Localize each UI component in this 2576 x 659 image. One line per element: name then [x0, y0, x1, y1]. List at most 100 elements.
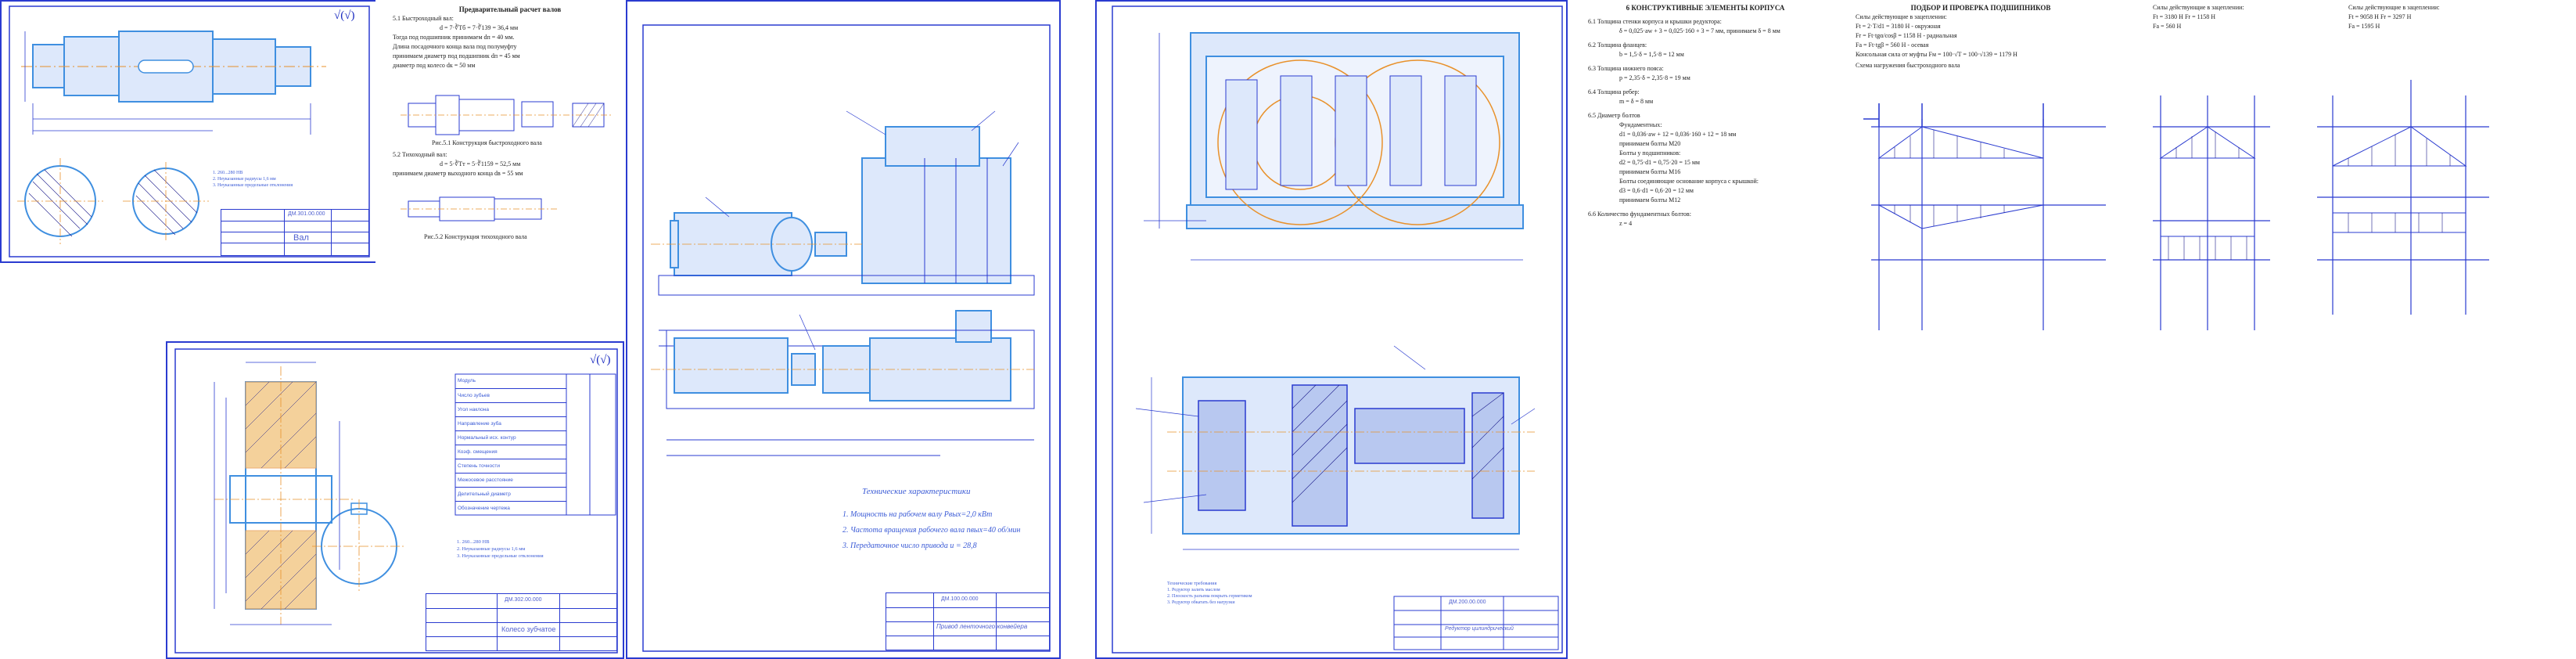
doc-shafts-caption-2: Рис.5.2 Конструкция тихоходного вала	[424, 233, 527, 240]
doc-bearings-heading: ПОДБОР И ПРОВЕРКА ПОДШИПНИКОВ	[1910, 4, 2051, 12]
doc-bearings-col2-0: Силы действующие в зацеплении:	[2153, 4, 2244, 11]
doc-housing-line: p = 2,35·δ = 2,35·8 = 19 мм	[1619, 74, 1690, 81]
doc-housing-line: z = 4	[1619, 220, 1633, 227]
doc-shaft-sketches	[401, 95, 612, 221]
doc-shafts-caption-1: Рис.5.1 Конструкция быстроходного вала	[432, 139, 542, 146]
doc-shafts-line-0: 5.1 Быстроходный вал:	[393, 15, 454, 22]
shaft-note-2: 2. Неуказанные радиусы 1,6 мм	[213, 177, 276, 182]
doc-housing-line: Фундаментных:	[1619, 121, 1662, 128]
doc-housing-line: b = 1,5·δ = 1,5·8 = 12 мм	[1619, 51, 1684, 58]
doc-shafts-line-5: диаметр под колесо dк = 50 мм	[393, 62, 476, 69]
drive-assembly-graphic	[642, 24, 1051, 652]
doc-housing-line: 6.5 Диаметр болтов	[1588, 112, 1640, 119]
gear-title-block: Колесо зубчатое ДМ.302.00.000	[426, 593, 617, 651]
doc-shafts-text: Предварительный расчет валов 5.1 Быстрох…	[393, 5, 627, 70]
doc-housing-line: 6.4 Толщина ребер:	[1588, 88, 1640, 95]
reducer-note-3: 3. Редуктор обкатать без нагрузки	[1167, 600, 1235, 605]
doc-bearings-line-3: Fa = Ft·tgβ = 560 Н - осевая	[1856, 41, 1929, 49]
gear-title-name: Колесо зубчатое	[501, 625, 556, 633]
drive-title-name: Привод ленточного конвейера	[936, 623, 1028, 630]
reducer-note-1: 1. Редуктор залить маслом	[1167, 588, 1220, 592]
gear-note-2: 2. Неуказанные радиусы 1,6 мм	[457, 546, 526, 552]
doc-shafts-line-1: d = 7·∛Tб = 7·∛139 = 36,4 мм	[440, 24, 519, 31]
drive-title-code: ДМ.100.00.000	[941, 596, 979, 602]
doc-housing-line: Болты соединяющие основание корпуса с кр…	[1619, 178, 1759, 185]
doc-housing-line: 6.1 Толщина стенки корпуса и крышки реду…	[1588, 18, 1722, 25]
gear-title-code: ДМ.302.00.000	[505, 597, 542, 603]
shaft-roughness-mark: √(√)	[334, 9, 355, 22]
doc-shafts-line-6: 5.2 Тихоходный вал:	[393, 151, 447, 158]
doc-housing-line: принимаем болты М20	[1619, 140, 1681, 147]
gear-table-row: Угол наклона	[455, 402, 566, 416]
doc-housing-line: принимаем болты М12	[1619, 196, 1681, 203]
doc-bearings-line-4: Консольная сила от муфты Fм = 100·√T = 1…	[1856, 51, 2017, 58]
doc-bearings-col3-1: Ft = 9058 Н Fr = 3297 Н	[2348, 13, 2412, 20]
gear-table-row: Межосевое расстояние	[455, 473, 566, 487]
gear-drawing-graphic	[174, 348, 618, 654]
doc-bearings-col3-2: Fa = 1595 Н	[2348, 23, 2380, 30]
doc-bearings-line-1: Ft = 2·T/d1 = 3180 Н - окружная	[1856, 23, 1941, 30]
gear-table-row: Направление зуба	[455, 416, 566, 430]
doc-shafts-line-8: принимаем диаметр выходного конца dв = 5…	[393, 170, 523, 177]
doc-housing-line: Болты у подшипников:	[1619, 149, 1681, 157]
gear-notes: 1. 260...280 HB 2. Неуказанные радиусы 1…	[457, 538, 544, 560]
doc-housing-line: 6.2 Толщина фланцев:	[1588, 41, 1647, 49]
doc-housing-line: d1 = 0,036·aw + 12 = 0,036·160 + 12 = 18…	[1619, 131, 1737, 138]
doc-shafts-line-2: Тогда под подшипник принимаем dп = 40 мм…	[393, 34, 515, 41]
gear-table-row: Делительный диаметр	[455, 487, 566, 501]
doc-shafts-line-4: принимаем диаметр под подшипник dп = 45 …	[393, 52, 520, 59]
shaft-note-3: 3. Неуказанные предельные отклонения	[213, 183, 293, 188]
shaft-drawing-graphic	[9, 5, 370, 257]
sheet-drive-assembly: Технические характеристики 1. Мощность н…	[626, 0, 1061, 659]
reducer-note-0: Технические требования	[1167, 582, 1217, 586]
shaft-title-name: Вал	[293, 233, 309, 243]
sheet-doc-bearings: ПОДБОР И ПРОВЕРКА ПОДШИПНИКОВ Силы дейст…	[1846, 0, 2576, 348]
doc-bearings-col2-2: Fa = 560 Н	[2153, 23, 2182, 30]
shaft-note-1: 1. 260...280 HB	[213, 171, 243, 175]
gear-roughness-mark: √(√)	[590, 354, 611, 366]
gear-table-row: Степень точности	[455, 459, 566, 473]
gear-table-row: Модуль	[458, 378, 476, 384]
sheet-shaft-drawing: √(√) 1. 260...280 HB 2. Неуказанные ради…	[0, 0, 377, 263]
doc-housing-line: m = δ = 8 мм	[1619, 98, 1654, 105]
doc-shafts-line-3: Длина посадочного конца вала под полумуф…	[393, 43, 517, 50]
shaft-title-code: ДМ.301.00.000	[288, 211, 325, 217]
doc-bearings-text: ПОДБОР И ПРОВЕРКА ПОДШИПНИКОВ Силы дейст…	[1856, 3, 2106, 70]
doc-bearings-col3-0: Силы действующие в зацеплении:	[2348, 4, 2440, 11]
doc-housing-text: 6 КОНСТРУКТИВНЫЕ ЭЛЕМЕНТЫ КОРПУСА 6.1 То…	[1588, 3, 1823, 229]
doc-housing-line: d3 = 0,6·d1 = 0,6·20 = 12 мм	[1619, 187, 1694, 194]
doc-housing-line: δ = 0,025·aw + 3 = 0,025·160 + 3 = 7 мм,…	[1619, 27, 1780, 34]
reducer-assembly-graphic	[1112, 5, 1563, 654]
gear-table-row: Коэф. смещения	[455, 445, 566, 459]
reducer-notes: Технические требования 1. Редуктор залит…	[1167, 581, 1252, 606]
shaft-notes: 1. 260...280 HB 2. Неуказанные радиусы 1…	[213, 170, 293, 189]
doc-bearings-col2-1: Ft = 3180 Н Fr = 1158 Н	[2153, 13, 2216, 20]
gear-note-3: 3. Неуказанные предельные отклонения	[457, 553, 544, 559]
drive-tech-title: Технические характеристики	[862, 487, 971, 496]
doc-bearings-caption: Схема нагружения быстроходного вала	[1856, 62, 1960, 69]
gear-table-row: Нормальный исх. контур	[455, 430, 566, 445]
sheet-reducer-assembly: Технические требования 1. Редуктор залит…	[1095, 0, 1568, 659]
drive-tech-line-2: 2. Частота вращения рабочего вала nвых=4…	[842, 526, 1021, 535]
gear-table-row: Число зубьев	[455, 388, 566, 402]
sheet-doc-shafts: Предварительный расчет валов 5.1 Быстрох…	[375, 0, 637, 263]
doc-housing-line: принимаем болты М16	[1619, 168, 1681, 175]
drive-tech-line-1: 1. Мощность на рабочем валу Рвых=2,0 кВт	[842, 510, 993, 519]
drive-tech-line-3: 3. Передаточное число привода u = 28,8	[842, 542, 977, 550]
drive-title-block: Привод ленточного конвейера ДМ.100.00.00…	[886, 592, 1050, 650]
doc-housing-line: d2 = 0,75·d1 = 0,75·20 = 15 мм	[1619, 159, 1700, 166]
doc-bearings-line-2: Fr = Ft·tgα/cosβ = 1158 Н - радиальная	[1856, 32, 1957, 39]
gear-table-row: Обозначение чертежа	[455, 501, 566, 515]
shaft-title-block: Вал ДМ.301.00.000	[221, 209, 369, 256]
doc-shafts-heading: Предварительный расчет валов	[458, 5, 562, 13]
doc-housing-line: 6.6 Количество фундаментных болтов:	[1588, 211, 1691, 218]
doc-bearings-line-0: Силы действующие в зацеплении:	[1856, 13, 1947, 20]
doc-housing-line: 6.3 Толщина нижнего пояса:	[1588, 65, 1664, 72]
doc-bearings-col2: Силы действующие в зацеплении: Ft = 3180…	[2153, 3, 2286, 31]
doc-shafts-line-7: d = 5·∛Tт = 5·∛1159 = 52,5 мм	[440, 160, 521, 167]
doc-bearings-col3: Силы действующие в зацеплении: Ft = 9058…	[2348, 3, 2489, 31]
reducer-title-name: Редуктор цилиндрический	[1445, 626, 1514, 632]
gear-note-1: 1. 260...280 HB	[457, 539, 490, 545]
